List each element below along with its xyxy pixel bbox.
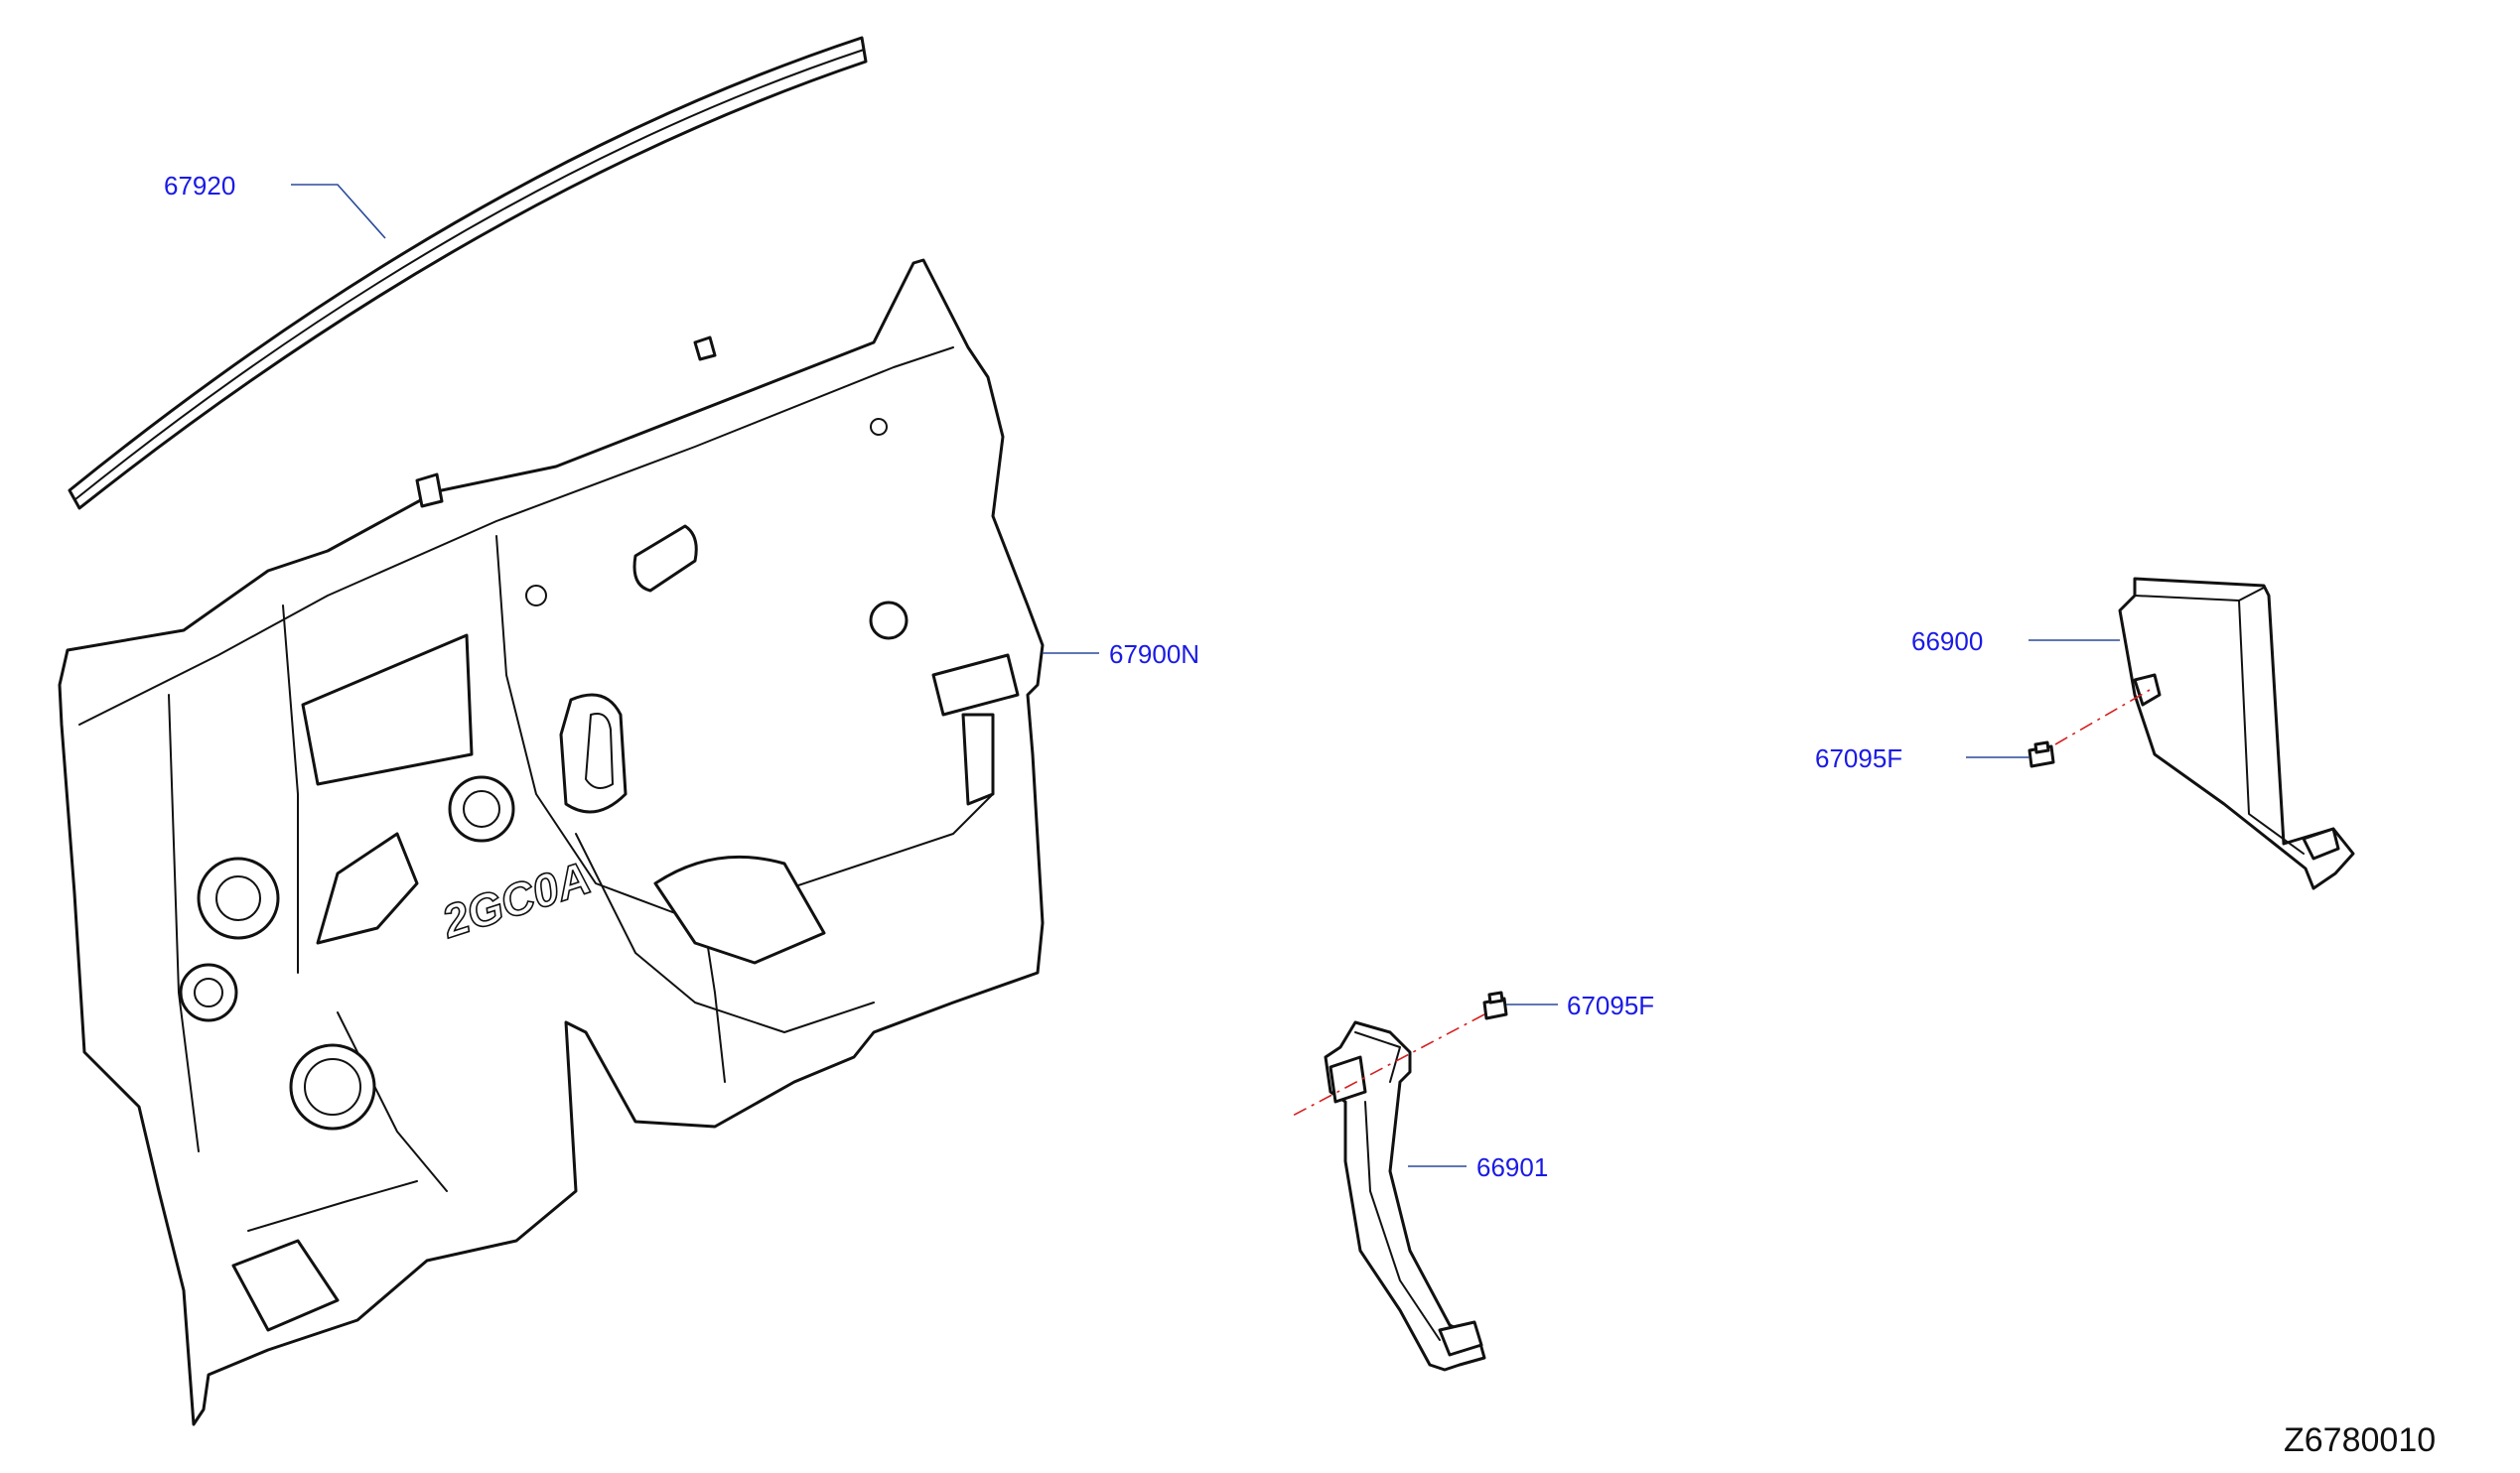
label-66901: 66901 xyxy=(1476,1152,1548,1182)
diagram-code: Z6780010 xyxy=(2284,1421,2436,1459)
part-67920-strip xyxy=(68,36,868,510)
part-66900-trim-panel xyxy=(2118,577,2355,890)
label-67095F-right: 67095F xyxy=(1815,743,1902,773)
part-67900N-dash-insulator xyxy=(58,258,1045,1426)
clip-67095F-right xyxy=(2028,740,2055,768)
label-67920: 67920 xyxy=(164,171,235,201)
clip-67095F-center xyxy=(1482,991,1508,1020)
assembly-axis-right xyxy=(2054,689,2151,745)
assembly-axis-center xyxy=(1290,1013,1485,1118)
part-66901-trim-panel xyxy=(1324,1020,1486,1372)
leader-67920 xyxy=(291,184,386,239)
label-67095F-center: 67095F xyxy=(1567,991,1654,1020)
label-66900: 66900 xyxy=(1911,626,1983,656)
label-67900N: 67900N xyxy=(1109,639,1199,669)
